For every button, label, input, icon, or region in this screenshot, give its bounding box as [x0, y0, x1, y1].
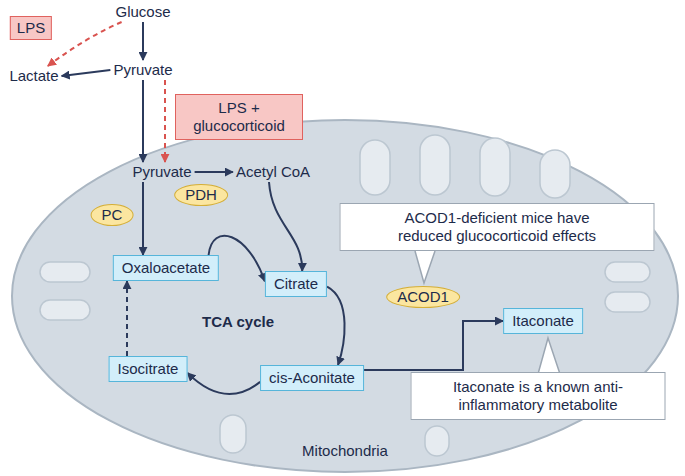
dashed-arrow: [48, 22, 122, 66]
node-text: Isocitrate: [118, 360, 179, 378]
flow-arrow: [62, 70, 111, 76]
condition-box: LPS: [10, 16, 52, 40]
condition-box: LPS + glucocorticoid: [175, 94, 303, 140]
metabolite-box: Oxaloacetate: [113, 255, 219, 281]
node-text: LPS: [17, 19, 45, 37]
node-text: Itaconate: [512, 312, 574, 330]
note-callout: ACOD1-deficient mice have reduced glucoc…: [340, 203, 655, 251]
enzyme-ellipse: PC: [91, 204, 134, 226]
dashed-arrow: [126, 281, 128, 356]
metabolite-label: Lactate: [6, 66, 61, 86]
node-text: LPS + glucocorticoid: [188, 99, 290, 135]
flow-arrow: [327, 287, 344, 365]
node-text: Oxaloacetate: [122, 259, 210, 277]
flow-arrow: [195, 171, 233, 173]
metabolite-label: Acetyl CoA: [233, 162, 313, 182]
metabolite-box: Isocitrate: [109, 356, 188, 382]
flow-arrow: [187, 373, 260, 394]
cycle-label: TCA cycle: [202, 313, 274, 331]
node-text: Itaconate is a known anti-inflammatory m…: [432, 378, 645, 414]
metabolite-label: Pyruvate: [110, 60, 175, 80]
node-text: PDH: [185, 186, 217, 204]
flow-arrow: [142, 80, 144, 162]
flow-arrow: [209, 236, 265, 282]
metabolite-box: cis-Aconitate: [260, 365, 364, 391]
mitochondrion: Mitochondria Pyruvate Acetyl CoA PDH PC Oxalo…: [8, 118, 682, 474]
node-text: PC: [102, 206, 123, 224]
node-text: Glucose: [115, 3, 170, 21]
flow-arrow: [269, 182, 302, 271]
node-text: Acetyl CoA: [236, 163, 310, 181]
node-text: Citrate: [274, 275, 318, 293]
node-text: ACOD1-deficient mice have reduced glucoc…: [391, 209, 604, 245]
flow-arrow: [142, 182, 144, 255]
enzyme-ellipse: PDH: [174, 184, 228, 206]
metabolite-box: Itaconate: [503, 308, 583, 334]
node-text: cis-Aconitate: [269, 369, 355, 387]
enzyme-ellipse: ACOD1: [386, 286, 460, 308]
node-text: ACOD1: [397, 288, 449, 306]
dashed-arrow: [164, 80, 166, 162]
flow-arrow: [364, 321, 503, 370]
metabolite-label: Pyruvate: [129, 162, 194, 182]
node-text: Pyruvate: [132, 163, 191, 181]
node-text: Lactate: [9, 67, 58, 85]
metabolite-label: Glucose: [112, 2, 173, 22]
mitochondrion-illustration: [8, 118, 682, 476]
note-callout: Itaconate is a known anti-inflammatory m…: [411, 372, 666, 420]
organelle-label: Mitochondria: [302, 442, 388, 460]
metabolite-box: Citrate: [265, 271, 327, 297]
flow-arrow: [142, 22, 144, 60]
node-text: Pyruvate: [113, 61, 172, 79]
